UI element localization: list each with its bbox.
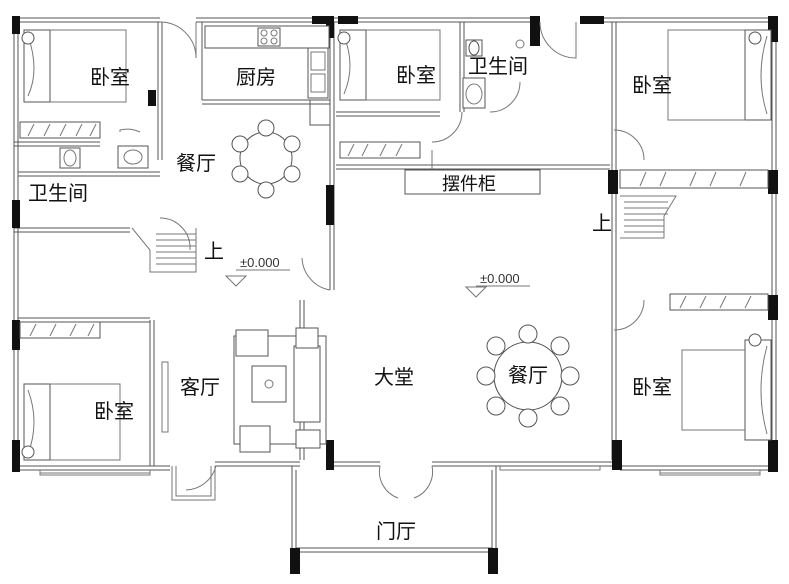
label-bath-top: 卫生间 (468, 54, 528, 78)
stairs (131, 195, 677, 273)
label-display-cabinet: 摆件柜 (442, 174, 496, 195)
level-marker-center (464, 285, 530, 298)
kitchen-fixtures (204, 25, 330, 99)
bathroom-fixtures (59, 39, 525, 169)
label-living-room: 客厅 (180, 375, 220, 399)
level-marker-left (224, 269, 290, 287)
label-bedroom-bottom-right: 卧室 (632, 375, 672, 399)
dining-table-main (476, 324, 580, 428)
label-stairs-up-left: 上 (204, 239, 224, 263)
doors (119, 21, 645, 499)
label-kitchen: 厨房 (236, 65, 276, 89)
label-foyer: 门厅 (376, 519, 416, 543)
beds (21, 29, 772, 461)
label-dining-main: 餐厅 (508, 363, 548, 387)
label-bedroom-top-left: 卧室 (90, 65, 130, 89)
label-level-left: ±0.000 (240, 255, 280, 270)
outer-walls (13, 17, 777, 501)
label-main-hall: 大堂 (374, 365, 414, 389)
label-bedroom-top-mid: 卧室 (396, 63, 436, 87)
label-bedroom-top-right: 卧室 (632, 73, 672, 97)
label-stairs-up-right: 上 (592, 211, 612, 235)
sofa-set (161, 327, 327, 453)
wardrobes (19, 121, 769, 339)
label-bedroom-bottom-left: 卧室 (94, 399, 134, 423)
label-bath-left: 卫生间 (28, 181, 88, 205)
structural-columns (12, 16, 778, 574)
label-dining-top: 餐厅 (176, 151, 216, 175)
dining-table-top (231, 119, 301, 199)
label-level-center: ±0.000 (480, 271, 520, 286)
